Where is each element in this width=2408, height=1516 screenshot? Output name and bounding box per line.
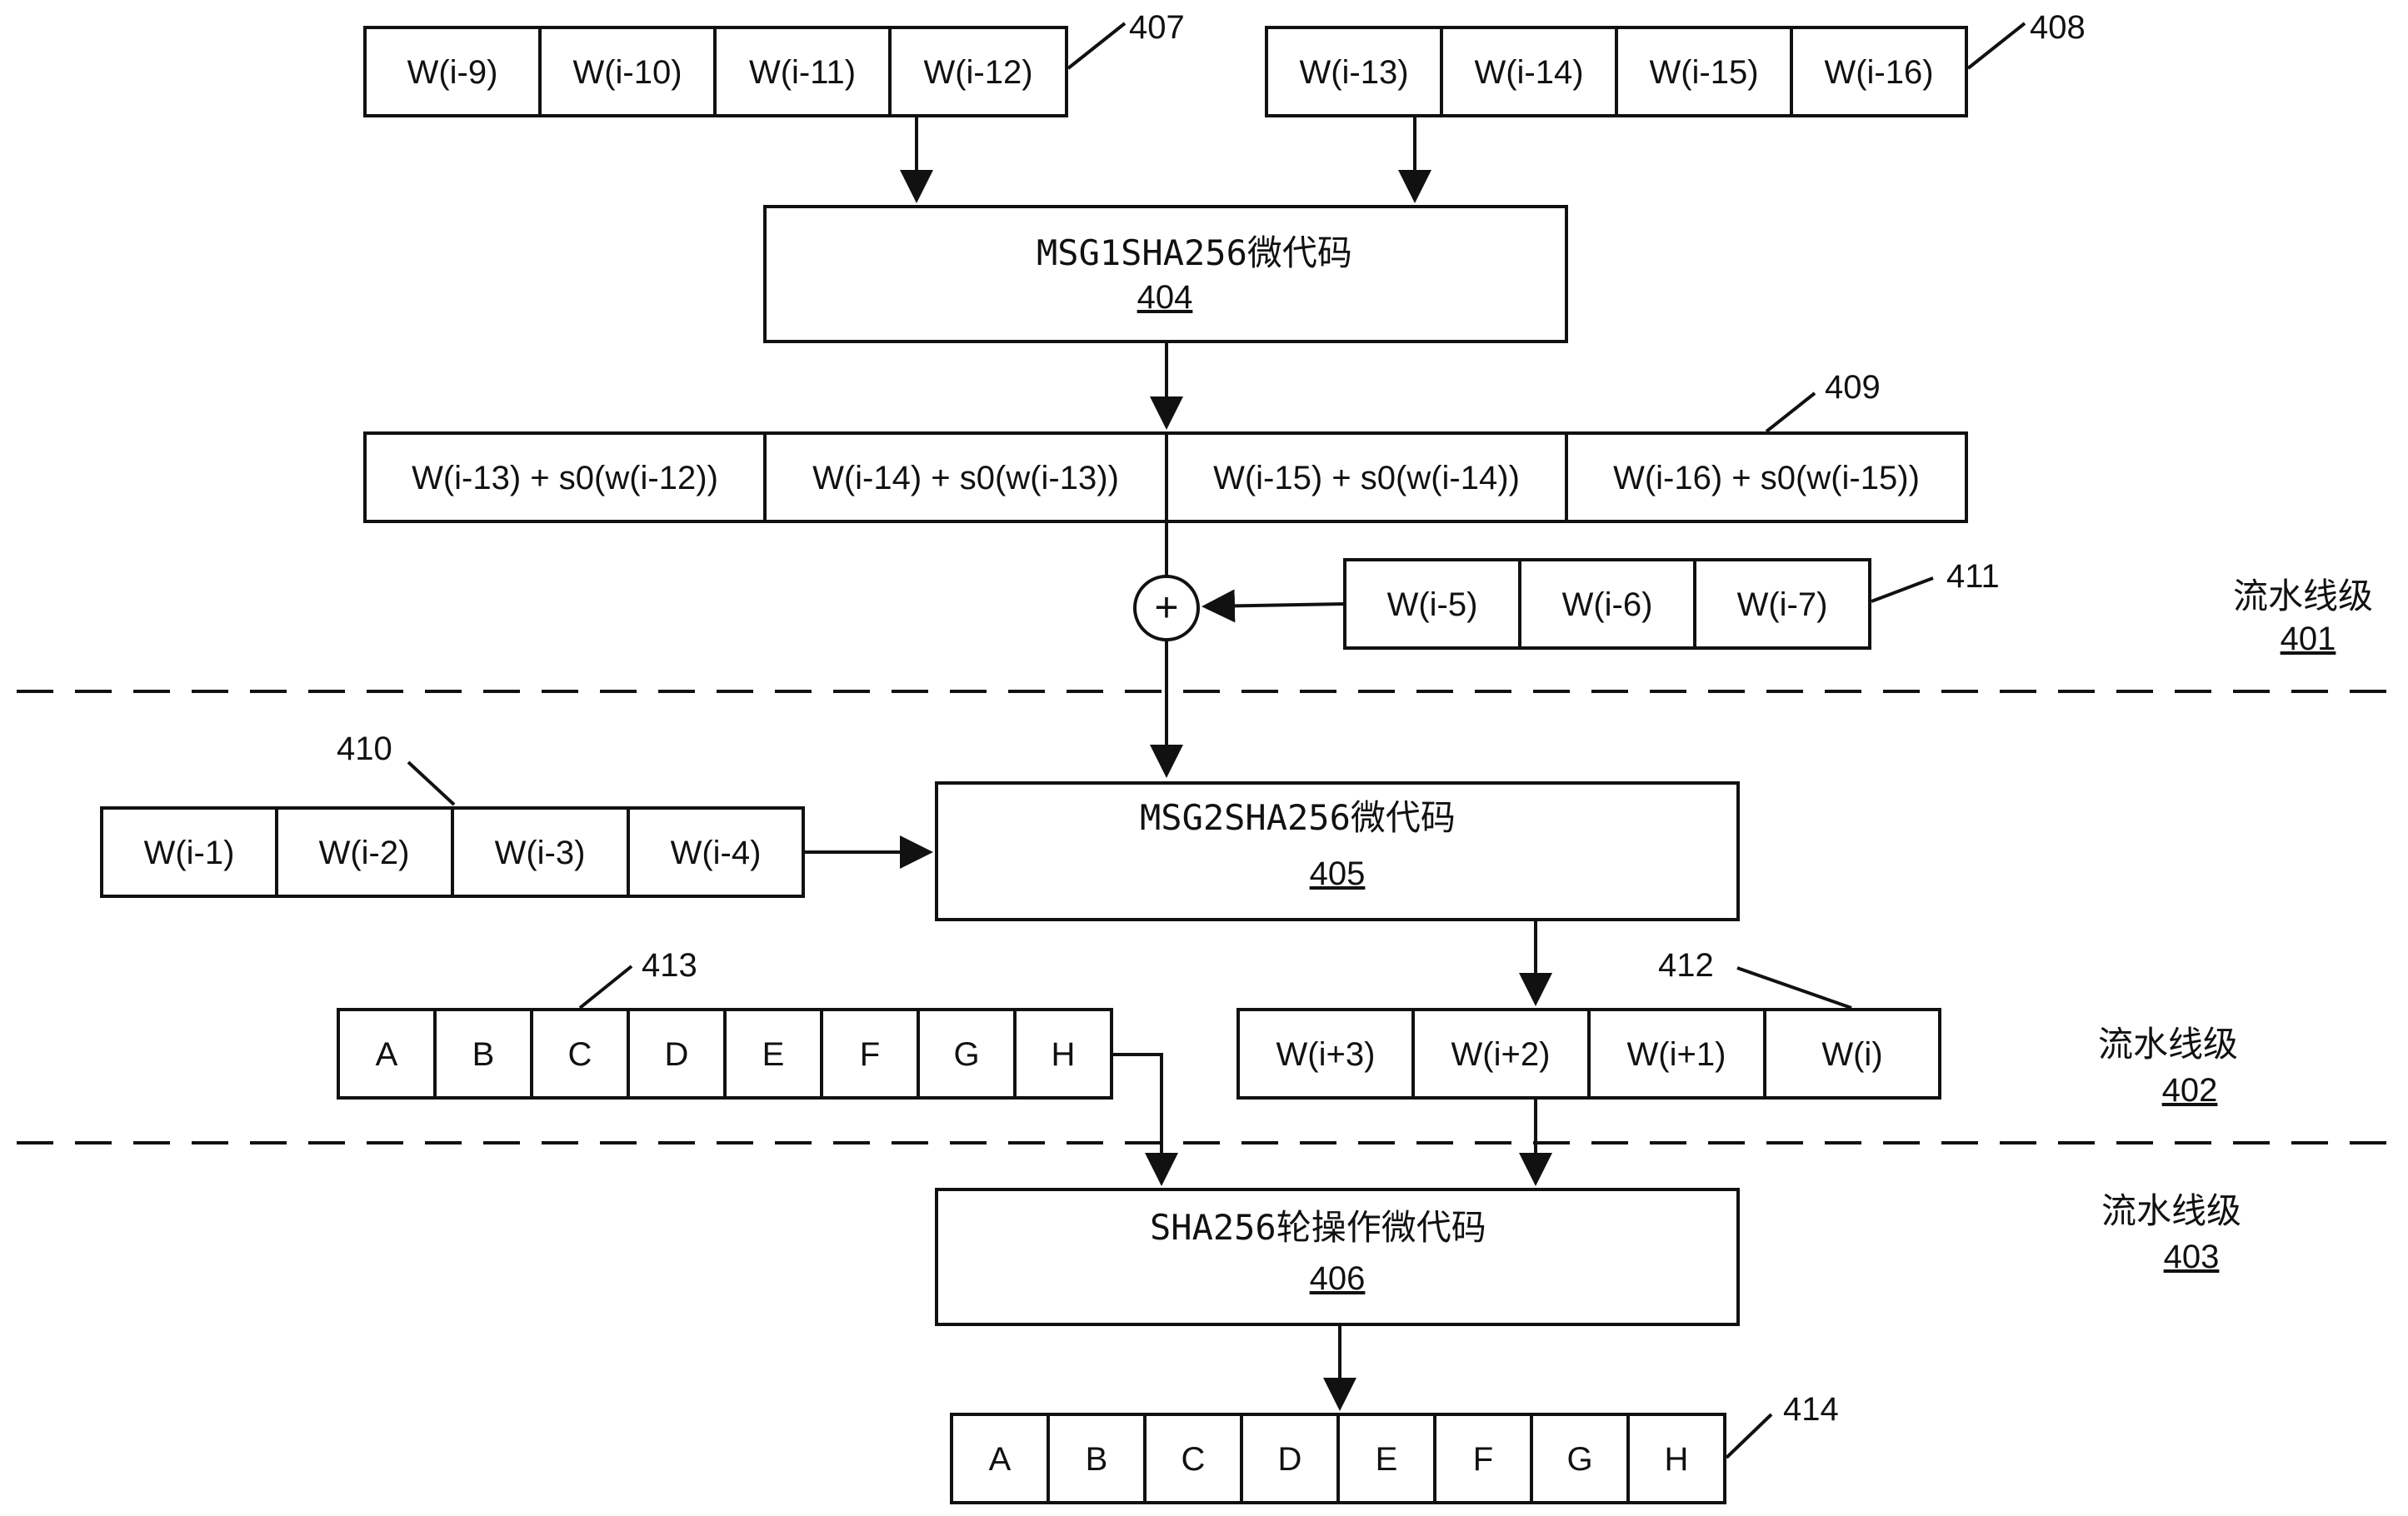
register-cell: W(i-1) [144, 835, 235, 871]
reference-leader [1966, 22, 2026, 70]
register-cell: W(i+1) [1627, 1036, 1726, 1073]
reference-leader [1765, 391, 1816, 433]
pipeline-stage-label: 流水线级 [2233, 576, 2373, 616]
pipeline-stage-label: 流水线级 [2098, 1024, 2238, 1065]
register-413: A B C D E F G H [337, 1008, 1113, 1100]
reference-leader [1871, 576, 1934, 603]
register-408: W(i-13) W(i-14) W(i-15) W(i-16) [1265, 26, 1968, 117]
register-409: W(i-13) + s0(w(i-12)) W(i-14) + s0(w(i-1… [363, 431, 1968, 523]
pipeline-stage-reference: 402 [2162, 1072, 2218, 1109]
register-cell: F [860, 1036, 880, 1073]
register-cell: W(i-16) [1824, 54, 1933, 91]
pipeline-stage-reference: 403 [2164, 1239, 2220, 1275]
adder: + [1133, 575, 1200, 641]
register-407: W(i-9) W(i-10) W(i-11) W(i-12) [363, 26, 1068, 117]
register-cell: D [665, 1036, 689, 1073]
block-label: MSG1SHA256微代码 [1037, 232, 1352, 273]
register-cell: F [1473, 1441, 1493, 1478]
register-cell: G [953, 1036, 979, 1073]
register-cell: W(i-15) [1649, 54, 1758, 91]
register-cell: W(i-15) + s0(w(i-14)) [1213, 460, 1520, 496]
register-cell: W(i-11) [749, 54, 856, 91]
block-reference: 405 [1310, 855, 1366, 892]
reference-number: 414 [1783, 1391, 1839, 1428]
register-414: A B C D E F G H [950, 1413, 1726, 1504]
reference-leader [1736, 966, 1852, 1010]
reference-number: 408 [2030, 9, 2086, 46]
block-reference: 404 [1137, 279, 1193, 316]
register-cell: W(i+2) [1451, 1036, 1551, 1073]
register-cell: D [1278, 1441, 1302, 1478]
block-reference: 406 [1310, 1260, 1366, 1297]
register-cell: W(i-13) [1299, 54, 1408, 91]
register-cell: A [989, 1441, 1012, 1478]
register-cell: H [1665, 1441, 1689, 1478]
register-cell: W(i+3) [1276, 1036, 1376, 1073]
register-cell: E [1376, 1441, 1398, 1478]
reference-leader [1725, 1413, 1773, 1459]
reference-number: 410 [337, 731, 392, 767]
register-cell: H [1052, 1036, 1076, 1073]
register-411: W(i-5) W(i-6) W(i-7) [1343, 558, 1871, 650]
register-cell: W(i-16) + s0(w(i-15)) [1613, 460, 1920, 496]
block-label: MSG2SHA256微代码 [1140, 797, 1456, 838]
register-412: W(i+3) W(i+2) W(i+1) W(i) [1236, 1008, 1941, 1100]
register-cell: E [762, 1036, 785, 1073]
register-cell: W(i-13) + s0(w(i-12)) [412, 460, 718, 496]
sha256-round-microcode-block: SHA256轮操作微代码 406 [935, 1188, 1740, 1326]
register-cell: W(i-3) [495, 835, 586, 871]
reference-leader [1067, 22, 1127, 70]
flow-arrow [1112, 1053, 1178, 1186]
pipeline-stage-label: 流水线级 [2101, 1190, 2241, 1231]
register-cell: C [568, 1036, 592, 1073]
flow-arrow [1202, 589, 1346, 623]
reference-number: 412 [1658, 947, 1714, 984]
register-cell: C [1182, 1441, 1206, 1478]
register-cell: W(i-6) [1562, 586, 1653, 623]
register-cell: W(i) [1821, 1036, 1882, 1073]
plus-icon: + [1154, 584, 1178, 631]
block-label: SHA256轮操作微代码 [1150, 1207, 1486, 1248]
register-cell: G [1566, 1441, 1592, 1478]
reference-number: 411 [1946, 558, 2000, 595]
register-cell: W(i-7) [1737, 586, 1828, 623]
register-cell: B [1086, 1441, 1108, 1478]
reference-number: 407 [1129, 9, 1185, 46]
register-cell: W(i-9) [407, 54, 498, 91]
register-cell: W(i-14) + s0(w(i-13)) [812, 460, 1119, 496]
reference-leader [407, 760, 456, 806]
register-cell: W(i-4) [671, 835, 762, 871]
register-cell: W(i-2) [319, 835, 410, 871]
register-cell: B [472, 1036, 495, 1073]
register-cell: W(i-14) [1474, 54, 1583, 91]
msg2-microcode-block: MSG2SHA256微代码 405 [935, 781, 1740, 921]
reference-number: 409 [1825, 369, 1881, 406]
register-410: W(i-1) W(i-2) W(i-3) W(i-4) [100, 806, 805, 898]
reference-number: 413 [642, 947, 697, 984]
register-cell: W(i-10) [572, 54, 682, 91]
pipeline-stage-reference: 401 [2281, 621, 2336, 657]
register-cell: A [376, 1036, 398, 1073]
msg1-microcode-block: MSG1SHA256微代码 404 [763, 205, 1568, 343]
reference-leader [578, 965, 633, 1010]
register-cell: W(i-5) [1387, 586, 1478, 623]
register-cell: W(i-12) [923, 54, 1032, 91]
